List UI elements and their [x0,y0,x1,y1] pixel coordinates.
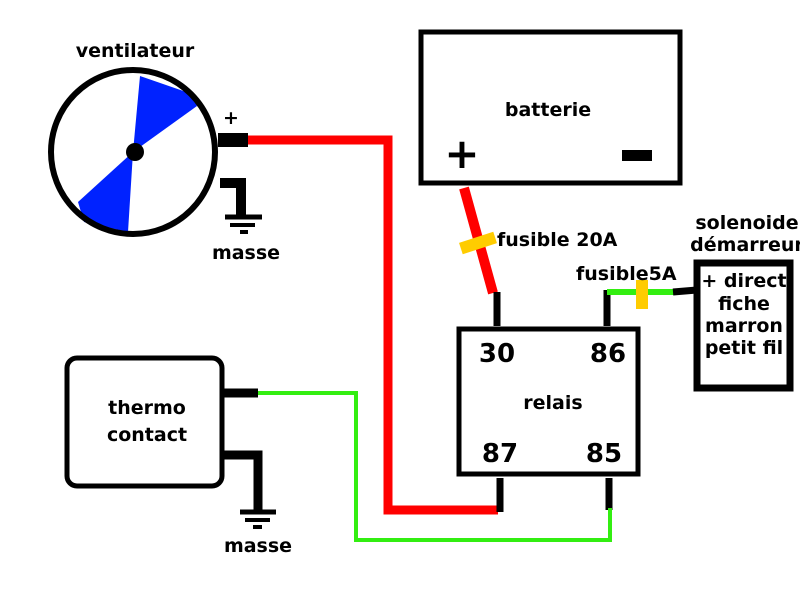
fuse-5a [636,280,648,309]
relay-pin-30: 30 [479,339,515,369]
solenoid-title-1: solenoide [695,212,798,234]
solenoid-box [693,259,794,392]
relay-pin-85: 85 [586,439,622,469]
solenoid-line: fiche [718,293,770,315]
relay-label: relais [523,392,582,414]
solenoid-line: marron [705,315,783,337]
fuse-5a-label: fusible5A [576,263,677,285]
thermo-signal-wire [258,391,612,542]
battery-box [418,29,683,186]
thermo-label-2: contact [107,424,187,446]
fan-power-wire [248,135,498,515]
thermo-contact-box [64,355,225,489]
fan [48,67,262,237]
thermo-ground-label: masse [224,535,292,557]
fan-ground-wire [220,178,246,215]
solenoid-title-2: démarreur [690,234,800,256]
relay-box [456,326,641,477]
relay-pin-87: 87 [482,439,518,469]
fan-blade-top [133,76,197,152]
solenoid-line: + direct [701,270,786,292]
fan-blade-bottom [78,152,133,232]
fan-plus-terminal [218,133,248,147]
battery-plus-label: + [444,129,479,178]
fan-housing [48,67,218,237]
solenoid-lead [672,286,698,296]
battery-label: batterie [505,99,591,121]
fan-plus-label: + [223,107,239,129]
thermo-ground-wire [222,450,263,510]
fan-hub [126,143,144,161]
solenoid-line: petit fil [705,337,783,359]
fuse-20a-label: fusible 20A [497,229,618,251]
fan-ground-label: masse [212,242,280,264]
fuse-20a [459,231,497,255]
thermo-label-1: thermo [108,397,186,419]
battery-minus-symbol [622,150,652,161]
fan-label: ventilateur [76,40,195,62]
relay-pin-86: 86 [590,339,626,369]
